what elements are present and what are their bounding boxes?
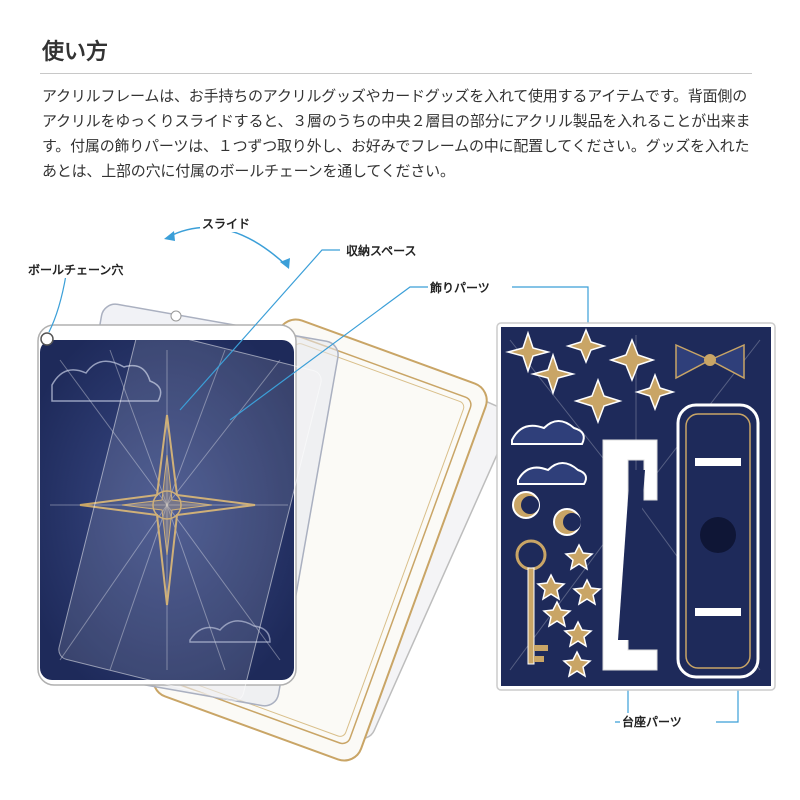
front-acrylic-card: [37, 324, 322, 702]
section-title: 使い方: [42, 40, 109, 65]
ball-chain-hole-icon: [40, 332, 54, 346]
slide-arrow-icon: [167, 226, 288, 267]
title-divider: [40, 73, 752, 74]
ball-chain-hole-label: ボールチェーン穴: [26, 261, 126, 278]
slide-label: スライド: [200, 215, 253, 232]
decoration-parts-label: 飾りパーツ: [428, 279, 492, 296]
storage-space-label: 収納スペース: [344, 242, 419, 259]
decoration-parts-sheet: [496, 322, 776, 691]
stand-parts-label: 台座パーツ: [620, 713, 684, 730]
section-description: アクリルフレームは、お手持ちのアクリルグッズやカードグッズを入れて使用するアイテ…: [42, 87, 751, 180]
